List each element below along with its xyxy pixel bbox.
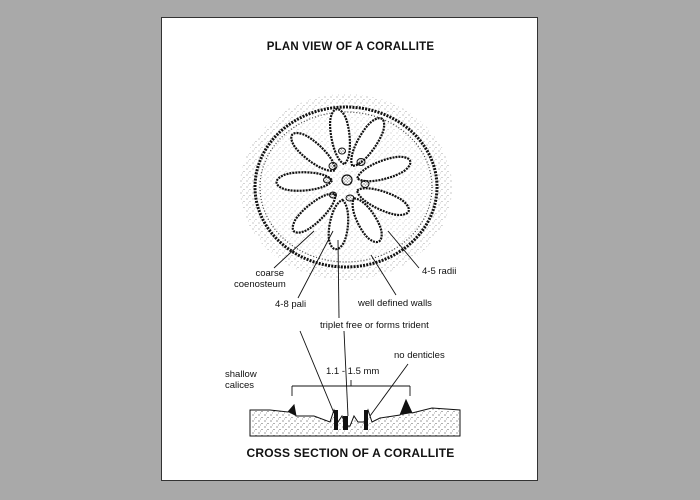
label-shallow-calices: shallow calices xyxy=(225,369,257,391)
pali-and-columella xyxy=(323,147,370,202)
columella-pillar-left xyxy=(334,410,338,430)
leader-trident xyxy=(337,239,340,319)
septa-lobes xyxy=(275,108,412,251)
leader-walls xyxy=(370,254,397,296)
leader-coenosteum xyxy=(273,230,315,269)
cross-leader-lines xyxy=(299,330,409,417)
columella-pillar-right xyxy=(364,410,368,430)
label-diameter: 1.1 - 1.5 mm xyxy=(326,366,380,377)
figure-sheet: PLAN VIEW OF A CORALLITE CROSS SECTION O… xyxy=(161,17,538,481)
leader-trident-cross xyxy=(343,330,349,417)
leader-pali-cross xyxy=(299,330,335,414)
diameter-bracket xyxy=(291,380,411,396)
cross-section-profile xyxy=(249,398,461,437)
leader-radii xyxy=(387,230,420,269)
label-no-denticles: no denticles xyxy=(394,350,445,361)
leader-pali xyxy=(297,230,334,299)
plan-view-title: PLAN VIEW OF A CORALLITE xyxy=(266,41,435,53)
label-pali: 4-8 pali xyxy=(275,299,307,310)
label-calices-line2: calices xyxy=(225,380,255,391)
label-coenosteum-line1: coarse xyxy=(255,268,284,279)
label-trident: triplet free or forms trident xyxy=(320,320,429,331)
label-walls: well defined walls xyxy=(358,298,432,309)
corallite-wall xyxy=(253,105,439,269)
leader-denticles xyxy=(369,363,409,417)
plan-leader-lines xyxy=(273,230,420,319)
corallite-illustration xyxy=(240,94,461,437)
label-calices-line1: shallow xyxy=(225,369,257,380)
label-coarse-coenosteum: coarse coenosteum xyxy=(234,268,286,290)
cross-section-title: CROSS SECTION OF A CORALLITE xyxy=(246,446,455,460)
cross-section-corallite xyxy=(249,330,461,437)
label-coenosteum-line2: coenosteum xyxy=(234,279,286,290)
label-radii: 4-5 radii xyxy=(422,266,457,277)
plan-view-corallite xyxy=(240,94,452,319)
columella-pillar-center xyxy=(343,416,348,430)
wall-peaks xyxy=(288,400,412,416)
